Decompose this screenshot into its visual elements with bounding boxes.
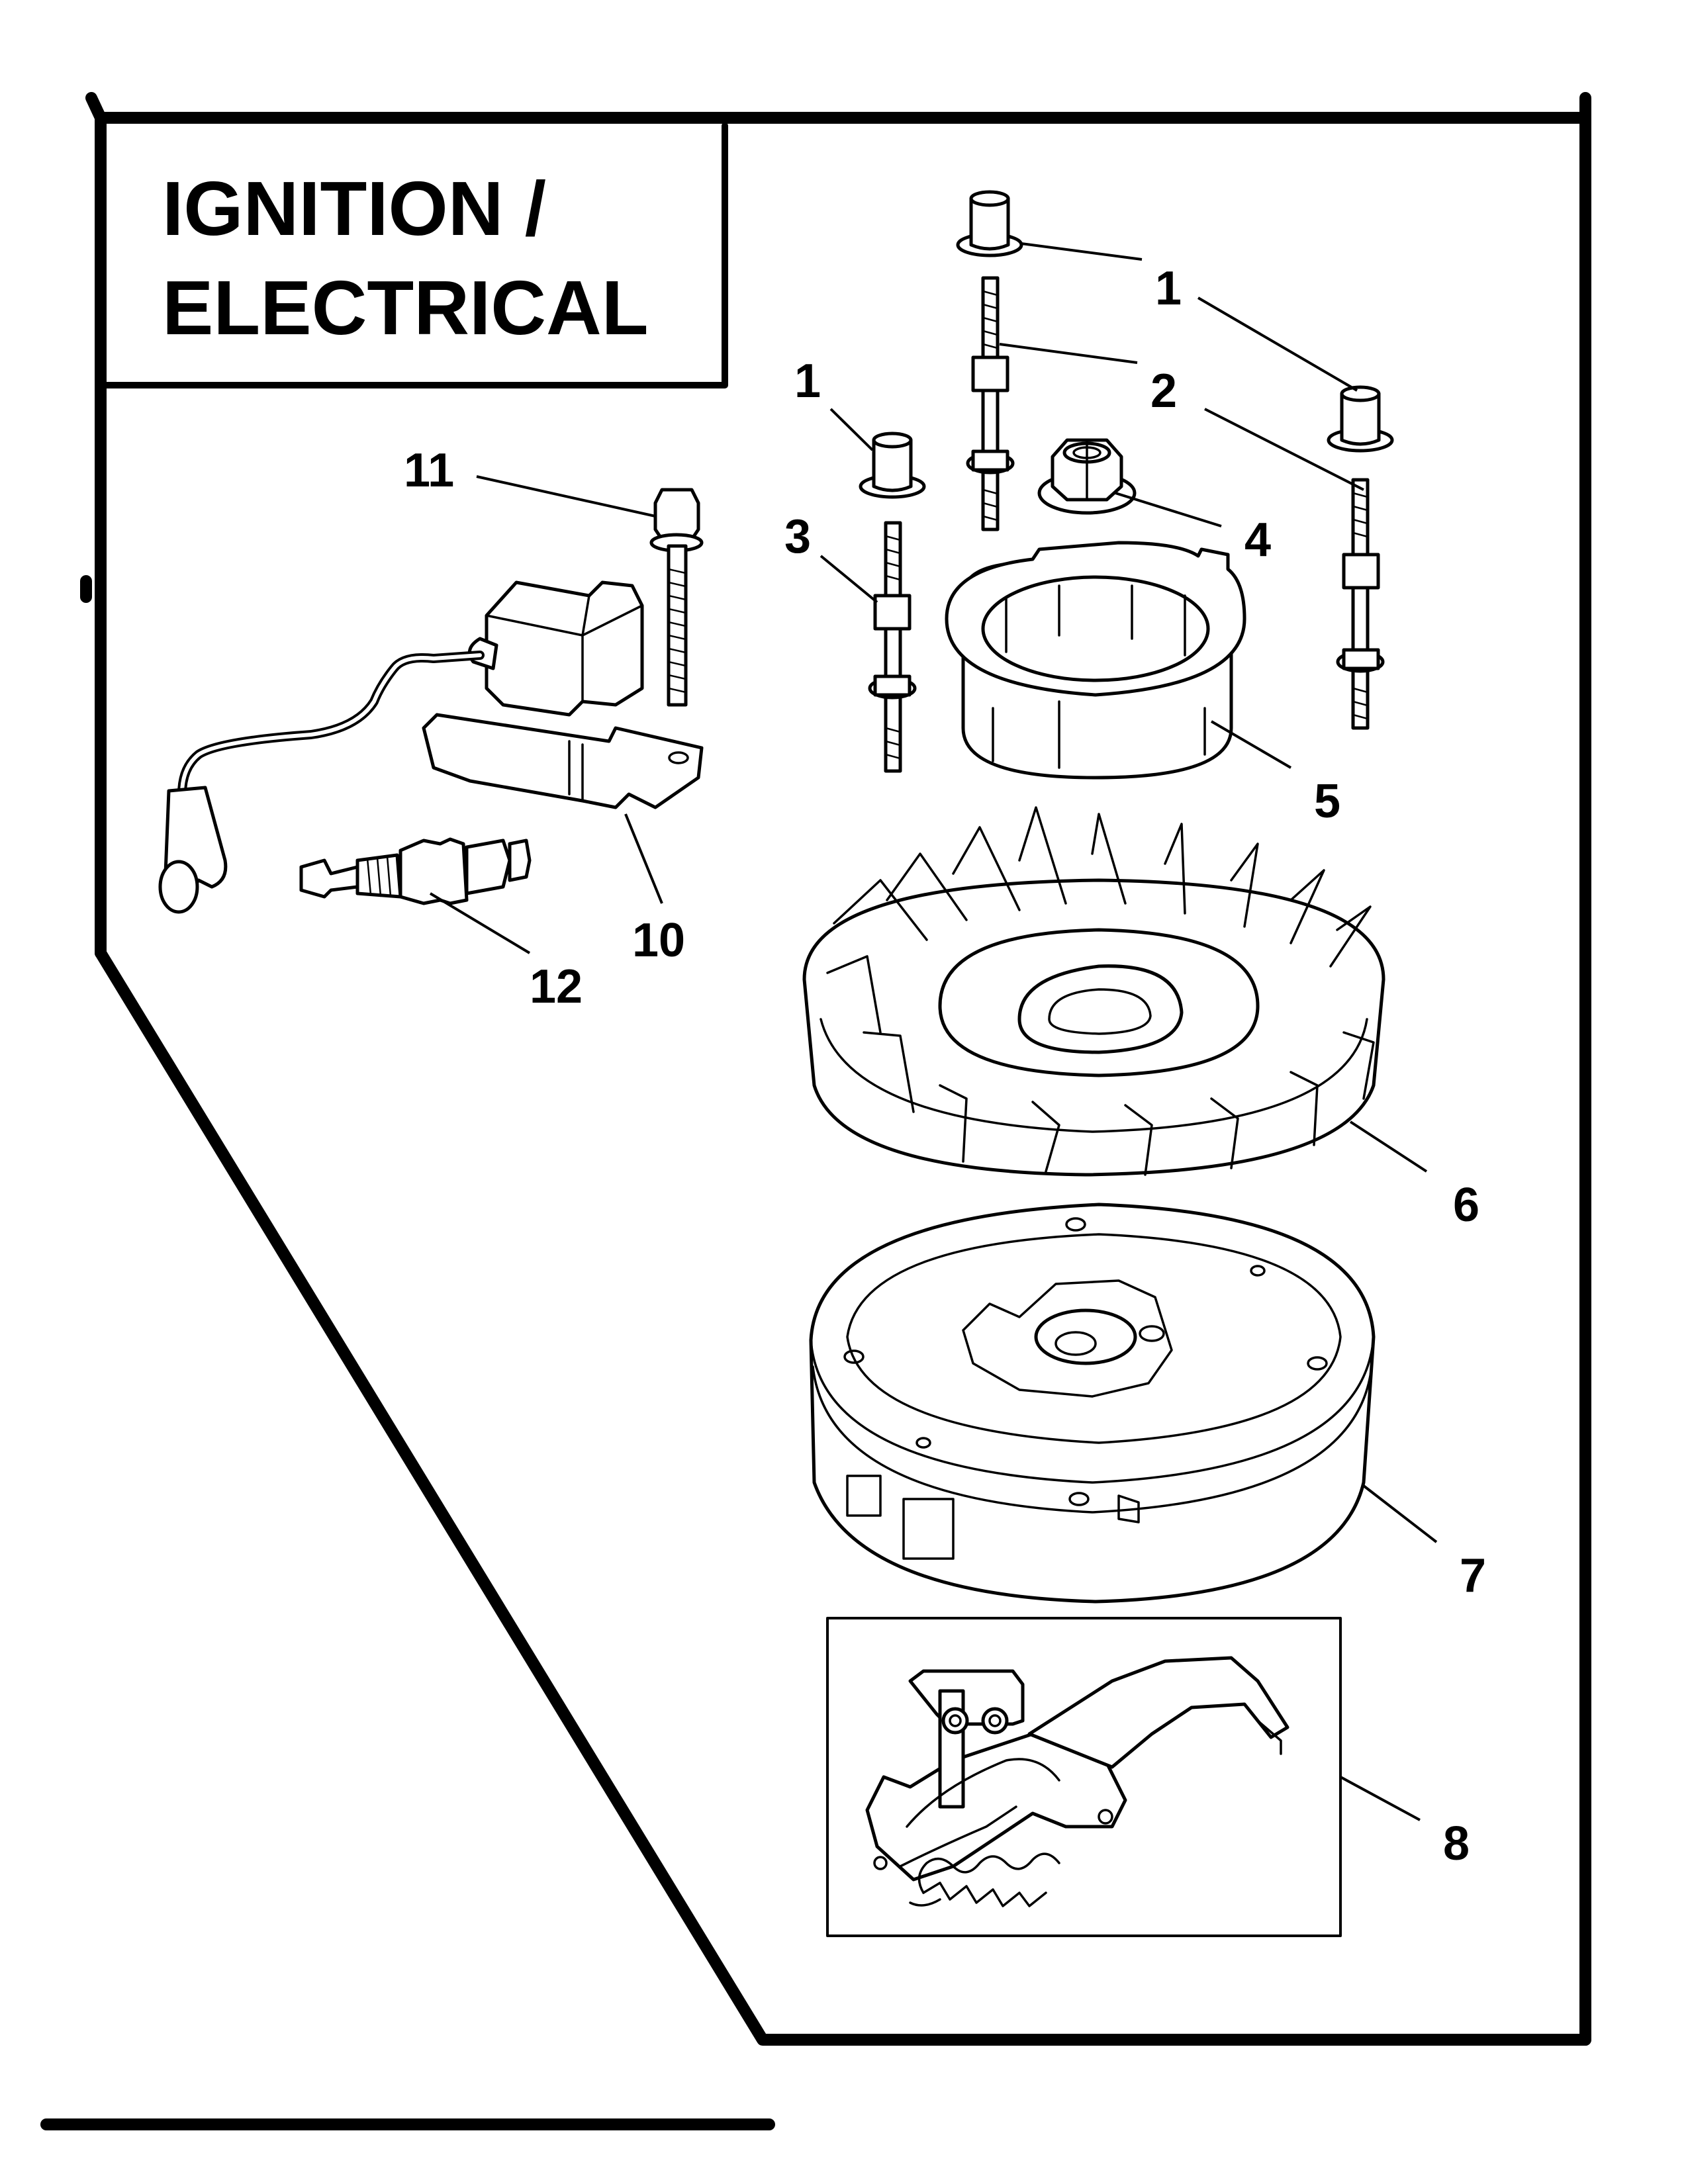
- brake-bracket-8: [826, 1617, 1342, 1937]
- callout-7: 7: [1460, 1549, 1486, 1602]
- callout-11: 11: [404, 444, 454, 497]
- callout-1-left: 1: [794, 355, 821, 408]
- title-line-1: IGNITION /: [162, 165, 546, 251]
- leader-lines: [429, 242, 1438, 1821]
- callout-12: 12: [530, 960, 583, 1013]
- flange-nut-4: [1037, 438, 1137, 515]
- flywheel-7: [809, 1203, 1376, 1604]
- callout-3: 3: [784, 510, 811, 563]
- callout-5: 5: [1314, 775, 1340, 828]
- callout-8: 8: [1443, 1817, 1470, 1870]
- callout-2-right: 2: [1150, 365, 1177, 418]
- stud-2-center: [966, 276, 1015, 531]
- spacer-1-left: [859, 432, 926, 499]
- diagram-frame: [40, 92, 1591, 2130]
- callouts: 1 2 1 3 4 5 6 7 8 10 11 12: [404, 262, 1486, 1870]
- spark-plug-12: [299, 837, 532, 905]
- spacer-1-top: [956, 190, 1023, 257]
- callout-1-top-right: 1: [1155, 262, 1182, 315]
- title-box: IGNITION / ELECTRICAL: [97, 122, 728, 388]
- callout-6: 6: [1453, 1179, 1479, 1232]
- stud-3: [868, 521, 917, 773]
- spacer-1-right: [1327, 385, 1394, 453]
- bolt-11: [649, 488, 704, 707]
- stud-2-right: [1336, 478, 1385, 730]
- callout-4: 4: [1244, 514, 1271, 567]
- fan-6: [802, 806, 1385, 1177]
- callout-10: 10: [632, 914, 685, 967]
- title-line-2: ELECTRICAL: [162, 265, 649, 351]
- starter-cup-5: [945, 541, 1246, 780]
- ignition-armature-10: [158, 580, 704, 914]
